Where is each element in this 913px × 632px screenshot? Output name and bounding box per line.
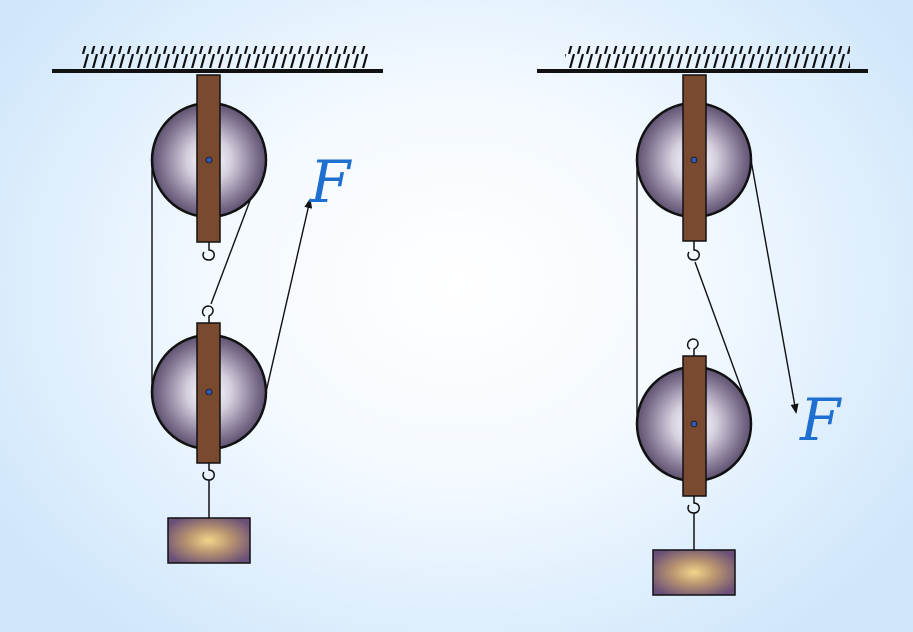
left-force-label: F <box>309 148 352 216</box>
right-movable-bottom-hook <box>687 496 700 514</box>
left-weight <box>167 517 251 564</box>
left-pulley-system: F <box>52 46 383 564</box>
left-ceiling <box>52 46 383 73</box>
right-fixed-pulley <box>635 74 753 261</box>
right-fixed-hook <box>687 241 700 261</box>
left-force-arrow <box>265 198 313 393</box>
right-force-label: F <box>799 386 842 454</box>
left-movable-bottom-hook <box>202 463 215 481</box>
left-ropes <box>151 160 313 393</box>
right-pulley-system: F <box>537 46 868 596</box>
left-movable-pulley <box>150 305 268 518</box>
left-fixed-hook <box>202 242 215 261</box>
right-weight <box>652 549 736 596</box>
right-movable-axle <box>690 420 698 428</box>
right-fixed-axle <box>690 156 698 164</box>
right-rope-middle <box>694 261 745 397</box>
left-fixed-pulley <box>150 74 268 261</box>
right-movable-pulley <box>635 338 753 550</box>
right-ropes <box>636 159 799 424</box>
right-movable-top-hook <box>686 338 699 356</box>
right-ceiling <box>537 46 868 73</box>
left-rope-middle <box>210 189 255 305</box>
left-movable-axle <box>205 388 213 396</box>
right-force-arrow <box>750 159 799 414</box>
left-movable-top-hook <box>201 305 214 323</box>
left-fixed-axle <box>205 156 213 164</box>
